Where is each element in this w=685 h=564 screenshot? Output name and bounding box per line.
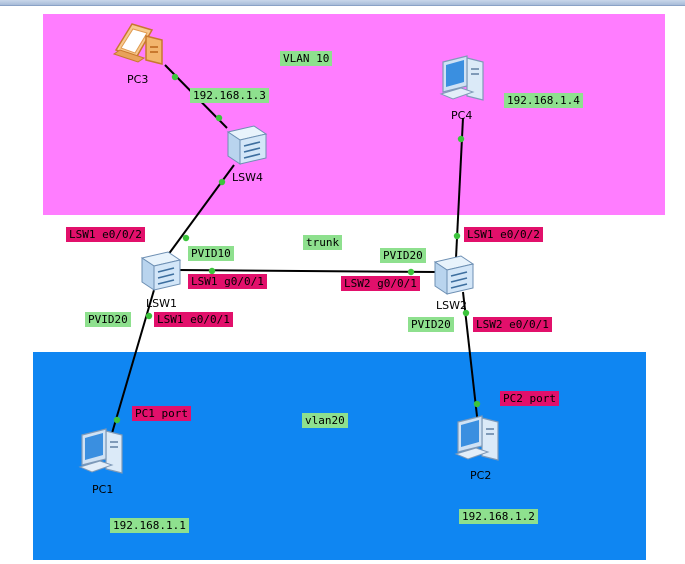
link-dot — [462, 309, 470, 317]
trunk-label: trunk — [303, 235, 343, 250]
link-lsw1-lsw2 — [177, 269, 438, 273]
lsw1-e002-port-label: LSW1 e0/0/2 — [66, 227, 145, 242]
link-dot — [453, 232, 461, 240]
pc2-ip-label: 192.168.1.2 — [459, 509, 538, 524]
lsw2-label: LSW2 — [436, 299, 467, 312]
pc4-ip-label: 192.168.1.4 — [504, 93, 583, 108]
link-dot — [145, 312, 153, 320]
lsw4-switch-icon[interactable] — [224, 122, 270, 168]
link-dot — [208, 267, 216, 275]
lsw1-label: LSW1 — [146, 297, 177, 310]
lsw2-g001-port-label: LSW2 g0/0/1 — [341, 276, 420, 291]
pc4-label: PC4 — [451, 109, 473, 122]
vlan10-label: VLAN 10 — [280, 51, 333, 66]
lsw2-pvid-down-label: PVID20 — [408, 317, 454, 332]
link-dot — [457, 135, 465, 143]
pc3-label: PC3 — [127, 73, 149, 86]
lsw2-e002-port-label: LSW1 e0/0/2 — [464, 227, 543, 242]
pc3-computer-icon[interactable] — [112, 20, 168, 70]
link-dot — [473, 400, 481, 408]
link-dot — [218, 178, 226, 186]
lsw2-pvid-up-label: PVID20 — [380, 248, 426, 263]
pc2-label: PC2 — [470, 469, 492, 482]
lsw2-switch-icon[interactable] — [431, 252, 477, 298]
lsw1-e001-port-label: LSW1 e0/0/1 — [154, 312, 233, 327]
link-dot — [407, 268, 415, 276]
lsw1-switch-icon[interactable] — [138, 248, 184, 294]
pc1-label: PC1 — [92, 483, 114, 496]
lsw1-pvid-down-label: PVID20 — [85, 312, 131, 327]
pc2-computer-icon[interactable] — [452, 412, 508, 468]
window-top-bar — [0, 0, 685, 6]
link-lsw4-lsw1 — [167, 164, 235, 256]
pc4-computer-icon[interactable] — [437, 52, 493, 108]
pc3-ip-label: 192.168.1.3 — [190, 88, 269, 103]
lsw4-label: LSW4 — [232, 171, 263, 184]
link-dot — [182, 234, 190, 242]
pc2-port-label: PC2 port — [500, 391, 559, 406]
lsw1-pvid-up-label: PVID10 — [188, 246, 234, 261]
pc1-port-label: PC1 port — [132, 406, 191, 421]
link-dot — [171, 73, 179, 81]
link-dot — [113, 416, 121, 424]
lsw2-e001-port-label: LSW2 e0/0/1 — [473, 317, 552, 332]
pc1-computer-icon[interactable] — [76, 425, 132, 481]
pc1-ip-label: 192.168.1.1 — [110, 518, 189, 533]
lsw1-g001-port-label: LSW1 g0/0/1 — [188, 274, 267, 289]
vlan20-label: vlan20 — [302, 413, 348, 428]
link-dot — [215, 114, 223, 122]
